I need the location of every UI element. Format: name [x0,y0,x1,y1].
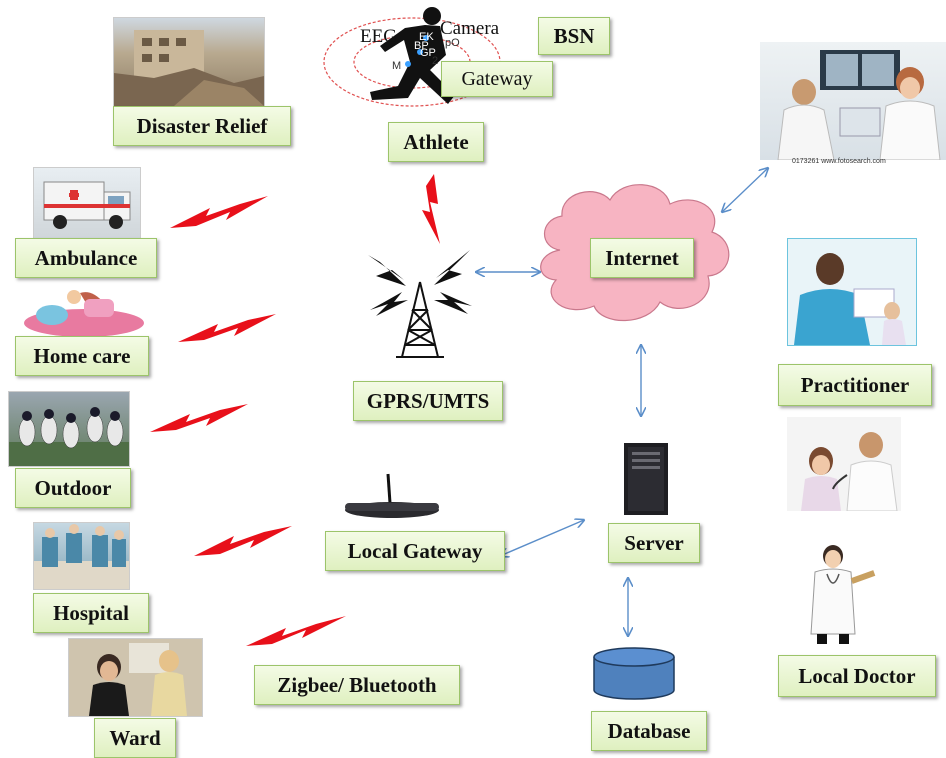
bsn-sensor-bp: BP [414,40,429,52]
practitioner-photo [787,238,917,346]
local-doctor-illustration [795,542,883,645]
label-gateway: Gateway [441,61,553,97]
doctor-child-photo [787,417,901,511]
ambulance-photo [33,167,141,239]
router-icon [345,473,439,518]
label-local-doctor: Local Doctor [778,655,936,697]
lightning-outdoor-icon [150,404,248,432]
lightning-athlete-icon [422,174,440,244]
label-athlete: Athlete [388,122,484,162]
lightning-ward-icon [246,616,346,646]
home-care-illustration [22,285,146,337]
label-home-care: Home care [15,336,149,376]
disaster-relief-photo [113,17,265,107]
bsn-sensor-gps: GP [420,47,436,59]
bsn-sensor-ekg: EK [419,31,434,43]
arrow-internet-doctors [722,168,768,212]
watermark: 0173261 www.fotosearch.com [792,158,886,165]
database-icon [593,647,675,700]
label-disaster-relief: Disaster Relief [113,106,291,146]
label-hospital: Hospital [33,593,149,633]
label-local-gateway: Local Gateway [325,531,505,571]
ward-photo [68,638,203,717]
antenna-signal-icons [368,250,472,316]
bsn-sensor-spo: pO [445,37,460,49]
lightning-hospital-icon [194,526,292,556]
label-gprs-umts: GPRS/UMTS [353,381,503,421]
label-zigbee-bluetooth: Zigbee/ Bluetooth [254,665,460,705]
bsn-sensor-camera: Camera [440,18,500,39]
label-practitioner: Practitioner [778,364,932,406]
bsn-sensor-m: M [392,60,402,72]
bsn-sensor-eeg: EEG [360,26,397,47]
label-internet: Internet [590,238,694,278]
label-ward: Ward [94,718,176,758]
doctors-xray-photo [760,42,946,160]
label-database: Database [591,711,707,751]
outdoor-photo [8,391,130,467]
server-icon [624,443,668,515]
label-outdoor: Outdoor [15,468,131,508]
arrow-gateway-server [500,520,584,556]
lightning-ambulance-icon [170,196,268,228]
lightning-homecare-icon [178,314,276,342]
antenna-tower-icon [396,281,444,358]
label-server: Server [608,523,700,563]
bsn-sensor-two: 2 [432,55,439,67]
label-ambulance: Ambulance [15,238,157,278]
label-bsn: BSN [538,17,610,55]
hospital-photo [33,522,130,590]
